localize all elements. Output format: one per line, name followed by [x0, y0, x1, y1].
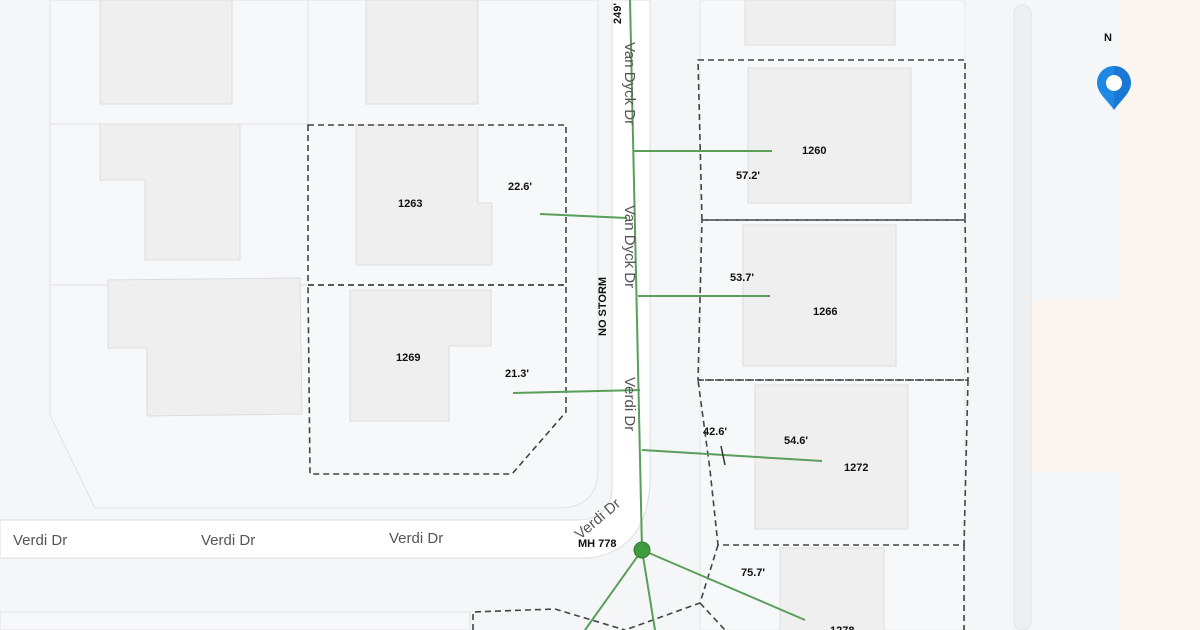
commercial-zone — [1120, 0, 1200, 630]
lateral-length: 22.6' — [508, 181, 532, 193]
road-label: Van Dyck Dr — [621, 205, 638, 288]
road-south-lots — [0, 611, 471, 630]
road-verdi-dr — [0, 0, 651, 559]
road-label: Verdi Dr — [621, 377, 638, 431]
commercial-zone — [1032, 300, 1120, 472]
address-label[interactable]: 1278 — [830, 625, 854, 630]
parcel-boundaries — [307, 59, 969, 630]
location-pin-icon[interactable] — [1097, 66, 1131, 110]
pipe-length-label: 249' — [612, 3, 624, 24]
address-label[interactable]: 1263 — [398, 198, 422, 210]
manhole-label: MH 778 — [578, 538, 617, 550]
side-road — [1013, 4, 1032, 630]
lateral-length: 53.7' — [730, 272, 754, 284]
lateral-length: 21.3' — [505, 368, 529, 380]
road-label: Verdi Dr — [201, 532, 255, 549]
address-label[interactable]: 1266 — [813, 306, 837, 318]
lateral-length: 57.2' — [736, 170, 760, 182]
lateral-length: 42.6' — [703, 426, 727, 438]
buildings — [99, 0, 912, 630]
address-label[interactable]: 1269 — [396, 352, 420, 364]
manhole-778[interactable] — [633, 541, 651, 559]
road-label: Verdi Dr — [13, 532, 67, 549]
address-label[interactable]: 1260 — [802, 145, 826, 157]
lateral-length: 54.6' — [784, 435, 808, 447]
no-storm-label: NO STORM — [597, 277, 609, 336]
road-label: Van Dyck Dr — [621, 42, 638, 125]
lateral-length: 75.7' — [741, 567, 765, 579]
address-label[interactable]: 1272 — [844, 462, 868, 474]
north-label: N — [1104, 32, 1112, 44]
sewer-lines — [512, 0, 823, 630]
road-label: Verdi Dr — [389, 530, 443, 547]
